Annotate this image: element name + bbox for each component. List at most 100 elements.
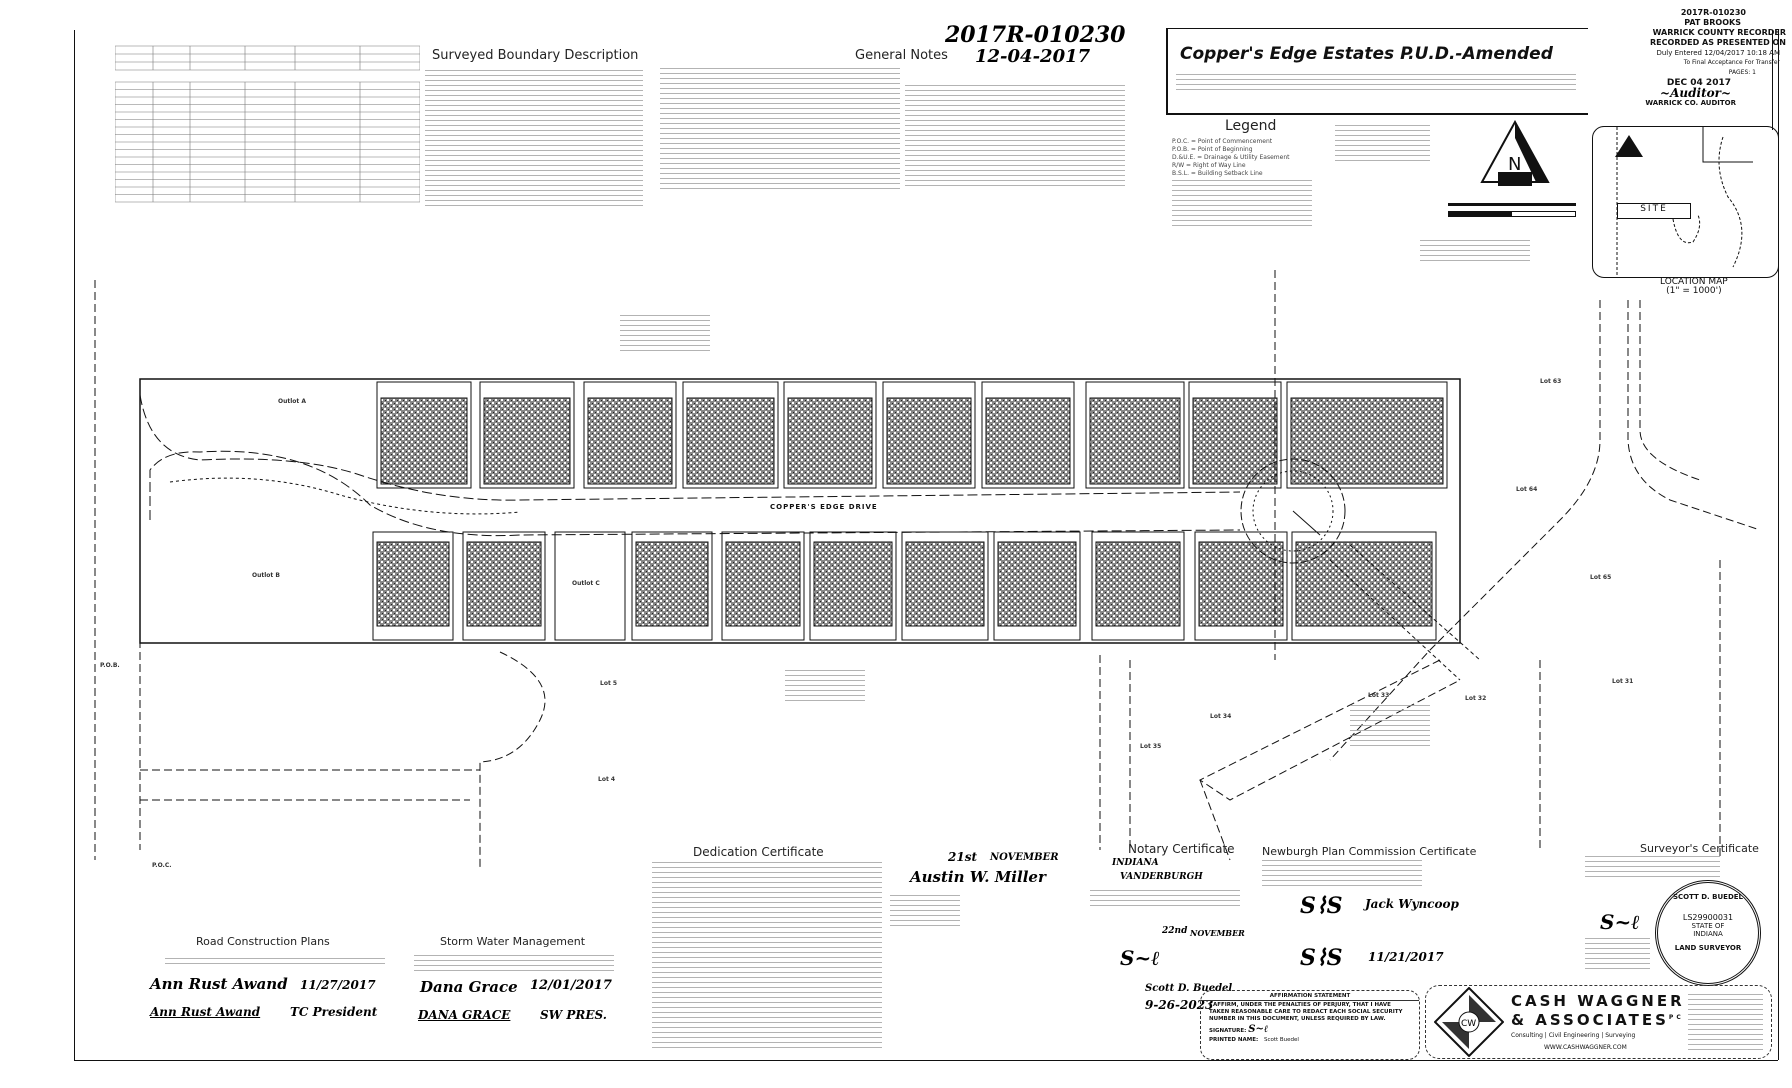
affirmation-signature-row: SIGNATURE: S~ℓ [1201,1024,1419,1037]
pages: PAGES: 1 [1728,69,1756,76]
affirmation-title: AFFIRMATION STATEMENT [1201,993,1419,1001]
affirmation-signature: S~ℓ [1248,1024,1269,1035]
pob-label: P.O.B. [100,662,120,669]
auditor-signature: ~Auditor~ [1660,86,1731,100]
auditor-date: DEC 04 2017 [1666,78,1731,88]
stamp-border [1772,30,1773,130]
location-map-title: LOCATION MAP (1" = 1000') [1660,278,1728,296]
location-map-title-text: LOCATION MAP [1660,277,1728,287]
seal-state-line: STATE OF [1691,922,1725,930]
notary-block: INDIANA VANDERBURGH 22nd NOVEMBER S~ℓ Sc… [1090,858,1250,1058]
lot-buildable-area [787,397,873,485]
lot-buildable-area [380,397,468,485]
lot-65-label: Lot 65 [1590,574,1612,581]
poc-label: P.O.C. [152,862,172,869]
firm-addresses [1688,994,1763,1050]
adjacent-owner-text [1350,705,1430,750]
frame-left [74,30,75,1060]
firm-name-line2-wrap: & ASSOCIATESPC [1511,1011,1684,1029]
road-right-of-way [139,394,1346,564]
plan-commission-text [1262,860,1422,890]
auditor-label: WARRICK CO. AUDITOR [1645,99,1736,107]
lot-5-label: Lot 5 [600,680,618,687]
road-printed-name: Ann Rust Awand [150,1005,261,1019]
owner-signature: Austin W. Miller [910,868,1046,886]
notary-day: 22nd [1162,926,1188,936]
dedication-heading: Dedication Certificate [693,845,824,859]
notary-signature: S~ℓ [1120,946,1160,970]
lot-32-label: Lot 32 [1465,695,1487,702]
lot-buildable-area [985,397,1071,485]
storm-water-text [414,955,614,975]
seal-number: LS29900031 [1682,913,1734,922]
firm-name-line1: CASH WAGGNER [1511,992,1685,1010]
lots-north-row [376,381,1448,489]
lot-buildable-area [1089,397,1181,485]
firm-diamond-logo: CW [1434,987,1504,1057]
frame-bottom [74,1060,1778,1061]
surveyor-heading: Surveyor's Certificate [1640,842,1759,855]
affirmation-box: AFFIRMATION STATEMENT I AFFIRM, UNDER TH… [1200,990,1420,1060]
transfer-note: To Final Acceptance For Transfer [1683,59,1780,66]
owner-day: 21st [948,850,977,864]
legend-item: R/W = Right of Way Line [1172,162,1246,169]
curve-table [114,40,421,210]
road-name: COPPER'S EDGE DRIVE [770,503,878,511]
legend-item: D.&U.E. = Drainage & Utility Easement [1172,154,1290,161]
legend-item: B.S.L. = Building Setback Line [1172,170,1263,177]
outlot-b-label: Outlot B [252,572,280,579]
svg-text:N: N [1508,154,1521,175]
location-map-roads [1615,127,1753,277]
commission-signature-1: S⌇S [1300,893,1343,919]
lot-35-label: Lot 35 [1140,743,1162,750]
plan-commission-heading: Newburgh Plan Commission Certificate [1262,845,1477,858]
lot-buildable-area [997,541,1077,627]
lot-buildable-area [635,541,709,627]
affirmation-printed-row: PRINTED NAME: Scott Buedel [1201,1037,1419,1044]
firm-suffix: PC [1668,1014,1684,1021]
legend-list: P.O.C. = Point of Commencement P.O.B. = … [1172,138,1312,230]
lot-buildable-area [905,541,985,627]
instrument-number: 2017R-010230 [1680,8,1746,17]
firm-services: Consulting | Civil Engineering | Surveyi… [1511,1032,1636,1039]
road-plans-text [165,958,385,968]
seal-state: INDIANA [1693,930,1723,938]
surveyor-seal: SCOTT D. BUEDEL LS29900031 STATE OF INDI… [1655,880,1761,986]
adjacent-owner-text [785,670,865,705]
outlot-c-label: Outlot C [572,580,600,587]
storm-date: 12/01/2017 [530,978,612,993]
instrument-handwritten: 2017R-010230 [945,22,1126,48]
lot-buildable-area [376,541,450,627]
notes-heading: General Notes [855,48,948,63]
firm-monogram: CW [1461,1019,1476,1029]
lot-buildable-area [686,397,775,485]
lot-buildable-area [1198,541,1284,627]
notes-text-left [660,68,900,190]
lot-buildable-area [1290,397,1444,485]
location-map-scale: (1" = 1000') [1666,286,1722,296]
subdivision-boundary [139,378,1461,644]
lot-buildable-area [466,541,542,627]
date-handwritten: 12-04-2017 [975,46,1091,67]
legend-item: P.O.B. = Point of Beginning [1172,146,1253,153]
lot-buildable-area [1095,541,1181,627]
title-subtext [1176,74,1576,90]
title-box: Copper's Edge Estates P.U.D.-Amended [1166,28,1588,115]
lot-buildable-area [886,397,972,485]
outlot-a-label: Outlot A [278,398,307,405]
lot-4-label: Lot 4 [598,776,616,783]
boundary-heading: Surveyed Boundary Description [432,48,639,63]
curve-table-grid [114,45,421,203]
lot-31-label: Lot 31 [1612,678,1634,685]
surveyor-details [1585,938,1650,973]
seal-bottom: LAND SURVEYOR [1674,944,1742,952]
offsite-roads [94,270,1761,870]
affirmation-text: I AFFIRM, UNDER THE PENALTIES OF PERJURY… [1209,1002,1403,1022]
location-map: SITE [1592,126,1779,278]
recorded-as: RECORDED AS PRESENTED ON [1650,38,1786,47]
lot-buildable-area [483,397,571,485]
recorder-block-center [1335,125,1430,165]
notary-printed: Scott D. Buedel [1145,983,1233,994]
lots-south-row [372,531,1437,641]
